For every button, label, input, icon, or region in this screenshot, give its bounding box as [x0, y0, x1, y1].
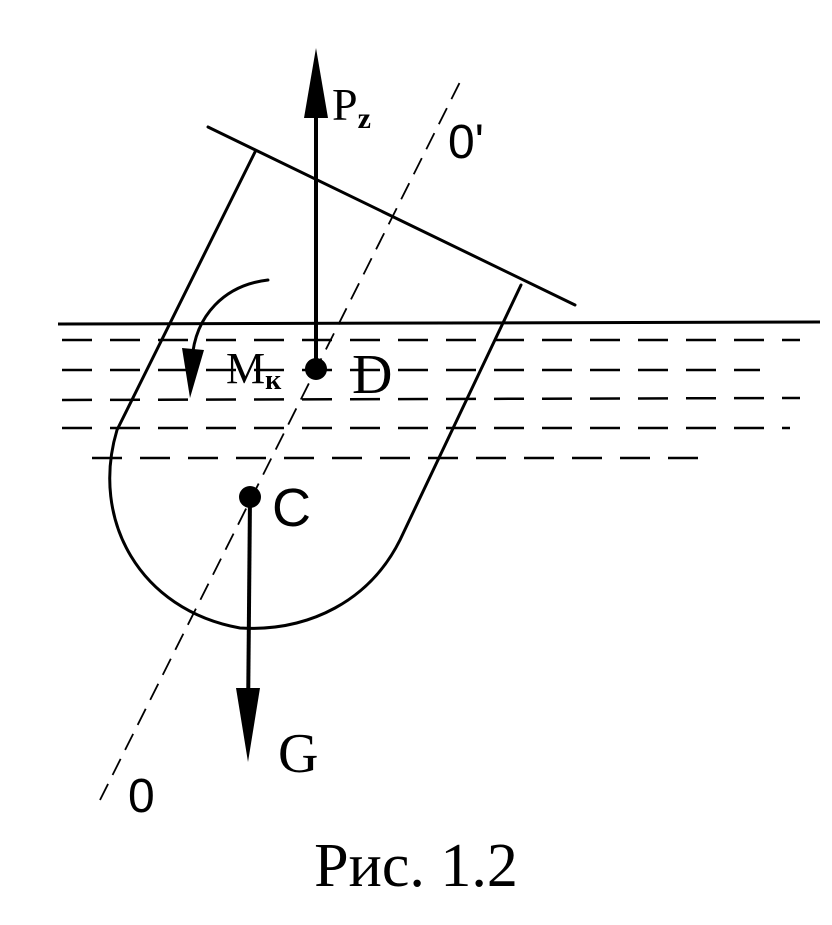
- water-surface-line: [57, 320, 821, 326]
- axis-bottom-label: 0: [128, 770, 155, 823]
- moment-arc: [190, 278, 270, 362]
- center-of-buoyancy-point: [305, 358, 327, 380]
- center-of-gravity-point: [239, 486, 261, 508]
- moment-label: Mк: [226, 344, 282, 396]
- axis-top-label: 0': [448, 116, 484, 169]
- buoyancy-force-label: Pz: [332, 79, 371, 135]
- water-line-3: [61, 396, 801, 402]
- weight-arrow-shaft: [246, 496, 252, 721]
- figure-caption: Рис. 1.2: [314, 832, 518, 900]
- weight-arrowhead: [236, 688, 260, 762]
- float-body-sides: [108, 150, 523, 630]
- water-dashed-lines: [61, 338, 801, 460]
- center-of-gravity-label: C: [272, 478, 311, 538]
- moment-arrowhead: [182, 348, 204, 398]
- float-body-outline: [206, 125, 577, 307]
- weight-label: G: [278, 723, 318, 785]
- buoyancy-force-arrowhead: [304, 48, 328, 118]
- symmetry-axis-line: [99, 77, 463, 801]
- center-of-buoyancy-label: D: [352, 344, 392, 406]
